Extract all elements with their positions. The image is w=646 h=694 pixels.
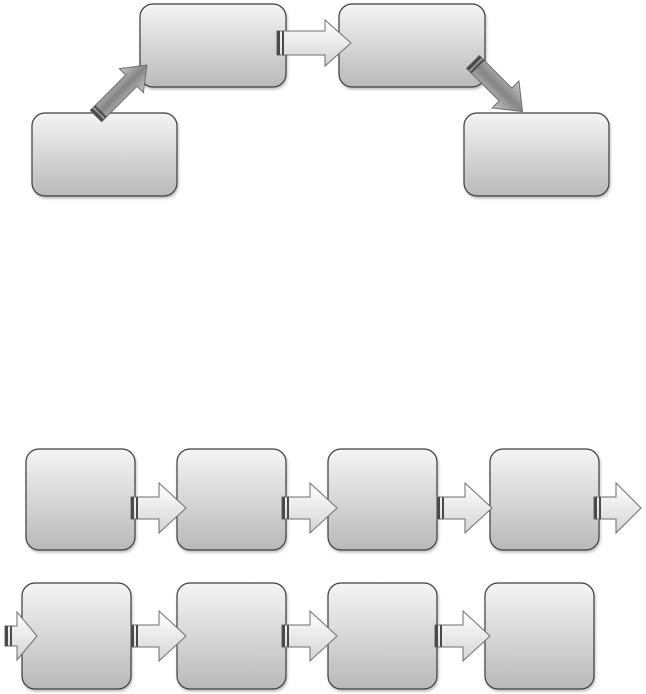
row-2-arrow-in (4, 610, 38, 662)
row-2-arrow-1 (130, 609, 187, 663)
row-2-arrow-2 (281, 609, 338, 663)
top-flow-box-step-2 (139, 3, 287, 88)
top-flow-box-end (463, 112, 610, 197)
row-1 (25, 448, 642, 551)
row-1-box-1 (25, 448, 136, 551)
row-1-arrow-1 (130, 481, 187, 535)
top-flow-box-step-3 (338, 3, 486, 88)
row-1-arrow-out (593, 481, 642, 535)
top-flow-box-start (31, 112, 178, 197)
row-1-box-2 (176, 448, 287, 551)
row-1-arrow-3 (436, 481, 493, 535)
row-2-box-4 (484, 582, 595, 690)
row-2-box-3 (327, 582, 438, 690)
row-1-box-4 (489, 448, 600, 551)
row-2-box-2 (176, 582, 287, 690)
row-2 (4, 582, 595, 690)
row-1-box-3 (327, 448, 438, 551)
row-2-box-1 (21, 582, 132, 690)
row-1-arrow-2 (281, 481, 338, 535)
row-2-arrow-3 (434, 609, 491, 663)
connector-arrow-start-to-step-2 (89, 64, 148, 123)
connector-arrow-step-3-to-end (465, 54, 524, 113)
connector-arrow-step-2-to-step-3 (276, 18, 352, 68)
top-flow (31, 3, 610, 197)
